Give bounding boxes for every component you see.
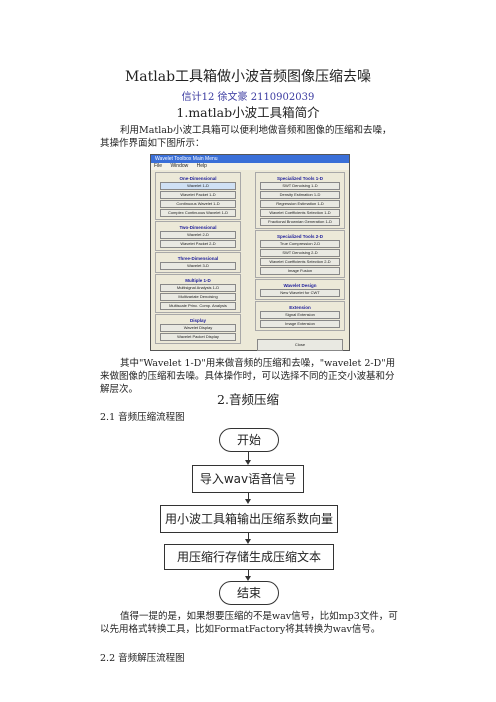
section-heading-1: 1.matlab小波工具箱简介 xyxy=(176,105,320,120)
group-label: Extension xyxy=(289,305,311,310)
close-button[interactable]: Close xyxy=(257,339,343,351)
subsection-heading-2-2: 2.2 音频解压流程图 xyxy=(100,653,185,664)
group-label: Multiple 1-D xyxy=(185,278,211,283)
true-compression-2d-button[interactable]: True Compression 2-D xyxy=(260,240,340,248)
coefficients-selection-1d-button[interactable]: Wavelet Coefficients Selection 1-D xyxy=(260,209,340,217)
group-one-dimensional: One-Dimensional Wavelet 1-D Wavelet Pack… xyxy=(155,172,241,220)
flow-arrowhead xyxy=(245,576,251,581)
left-column: One-Dimensional Wavelet 1-D Wavelet Pack… xyxy=(153,171,243,345)
multisignal-analysis-button[interactable]: Multisignal Analysis 1-D xyxy=(160,284,236,292)
new-wavelet-cwt-button[interactable]: New Wavelet for CWT xyxy=(260,289,340,297)
description-paragraph: 其中"Wavelet 1-D"用来做音频的压缩和去噪，"wavelet 2-D"… xyxy=(100,358,396,395)
window-titlebar: Wavelet Toolbox Main Menu xyxy=(151,155,349,163)
flow-arrow xyxy=(248,451,249,461)
window-menubar: File Window Help xyxy=(151,163,349,170)
flow-step-store: 用压缩行存储生成压缩文本 xyxy=(164,544,334,570)
section-heading-2: 2.音频压缩 xyxy=(217,392,279,407)
group-label: Specialized Tools 2-D xyxy=(277,234,323,239)
group-two-dimensional: Two-Dimensional Wavelet 2-D Wavelet Pack… xyxy=(155,221,241,251)
multiscale-pca-button[interactable]: Multiscale Princ. Comp. Analysis xyxy=(160,302,236,310)
wavelet-3d-button[interactable]: Wavelet 3-D xyxy=(160,262,236,270)
group-label: Specialized Tools 1-D xyxy=(277,176,323,181)
swt-denoising-2d-button[interactable]: SWT Denoising 2-D xyxy=(260,249,340,257)
flow-start-node: 开始 xyxy=(219,428,279,452)
group-label: Two-Dimensional xyxy=(179,225,217,230)
multivariate-denoising-button[interactable]: Multivariate Denoising xyxy=(160,293,236,301)
group-extension: Extension Signal Extension Image Extensi… xyxy=(255,301,345,331)
swt-denoising-1d-button[interactable]: SWT Denoising 1-D xyxy=(260,182,340,190)
continuous-wavelet-1d-button[interactable]: Continuous Wavelet 1-D xyxy=(160,200,236,208)
wavelet-packet-display-button[interactable]: Wavelet Packet Display xyxy=(160,333,236,341)
flow-arrow xyxy=(248,532,249,540)
group-multiple-1d: Multiple 1-D Multisignal Analysis 1-D Mu… xyxy=(155,274,241,313)
group-label: Three-Dimensional xyxy=(177,256,219,261)
wavelet-packet-1d-button[interactable]: Wavelet Packet 1-D xyxy=(160,191,236,199)
group-label: Wavelet Design xyxy=(283,283,317,288)
flow-arrowhead xyxy=(245,539,251,544)
intro-paragraph: 利用Matlab小波工具箱可以便利地做音频和图像的压缩和去噪，其操作界面如下图所… xyxy=(100,125,392,149)
flow-arrow xyxy=(248,569,249,577)
density-estimation-button[interactable]: Density Estimation 1-D xyxy=(260,191,340,199)
right-column: Specialized Tools 1-D SWT Denoising 1-D … xyxy=(253,171,347,351)
signal-extension-button[interactable]: Signal Extension xyxy=(260,311,340,319)
flow-end-node: 结束 xyxy=(219,581,279,605)
flow-arrow xyxy=(248,492,249,500)
wavelet-2d-button[interactable]: Wavelet 2-D xyxy=(160,231,236,239)
subsection-heading-2-1: 2.1 音频压缩流程图 xyxy=(100,412,185,423)
wavelet-display-button[interactable]: Wavelet Display xyxy=(160,324,236,332)
group-specialized-2d: Specialized Tools 2-D True Compression 2… xyxy=(255,230,345,278)
note-paragraph: 值得一提的是，如果想要压缩的不是wav信号，比如mp3文件，可以先用格式转换工具… xyxy=(100,611,398,635)
group-wavelet-design: Wavelet Design New Wavelet for CWT xyxy=(255,279,345,300)
group-display: Display Wavelet Display Wavelet Packet D… xyxy=(155,314,241,344)
group-specialized-1d: Specialized Tools 1-D SWT Denoising 1-D … xyxy=(255,172,345,229)
group-label: One-Dimensional xyxy=(179,176,217,181)
menu-window[interactable]: Window xyxy=(170,163,189,169)
doc-title: Matlab工具箱做小波音频图像压缩去噪 xyxy=(124,69,372,85)
group-label: Display xyxy=(189,318,206,323)
wavelet-1d-button[interactable]: Wavelet 1-D xyxy=(160,182,236,190)
coefficients-selection-2d-button[interactable]: Wavelet Coefficients Selection 2-D xyxy=(260,258,340,266)
flow-step-import: 导入wav语音信号 xyxy=(192,465,304,493)
doc-author: 信计12 徐文豪 2110902039 xyxy=(181,92,315,103)
flow-step-compress: 用小波工具箱输出压缩系数向量 xyxy=(160,505,338,533)
wavelet-packet-2d-button[interactable]: Wavelet Packet 2-D xyxy=(160,240,236,248)
menu-help[interactable]: Help xyxy=(196,163,207,169)
complex-continuous-wavelet-1d-button[interactable]: Complex Continuous Wavelet 1-D xyxy=(160,209,236,217)
group-three-dimensional: Three-Dimensional Wavelet 3-D xyxy=(155,252,241,273)
regression-estimation-button[interactable]: Regression Estimation 1-D xyxy=(260,200,340,208)
image-extension-button[interactable]: Image Extension xyxy=(260,320,340,328)
flow-arrowhead xyxy=(245,499,251,504)
menu-file[interactable]: File xyxy=(154,163,163,169)
image-fusion-button[interactable]: Image Fusion xyxy=(260,267,340,275)
wavelet-toolbox-window: Wavelet Toolbox Main Menu File Window He… xyxy=(150,154,350,351)
flow-arrowhead xyxy=(245,460,251,465)
fractional-brownian-button[interactable]: Fractional Brownian Generation 1-D xyxy=(260,218,340,226)
